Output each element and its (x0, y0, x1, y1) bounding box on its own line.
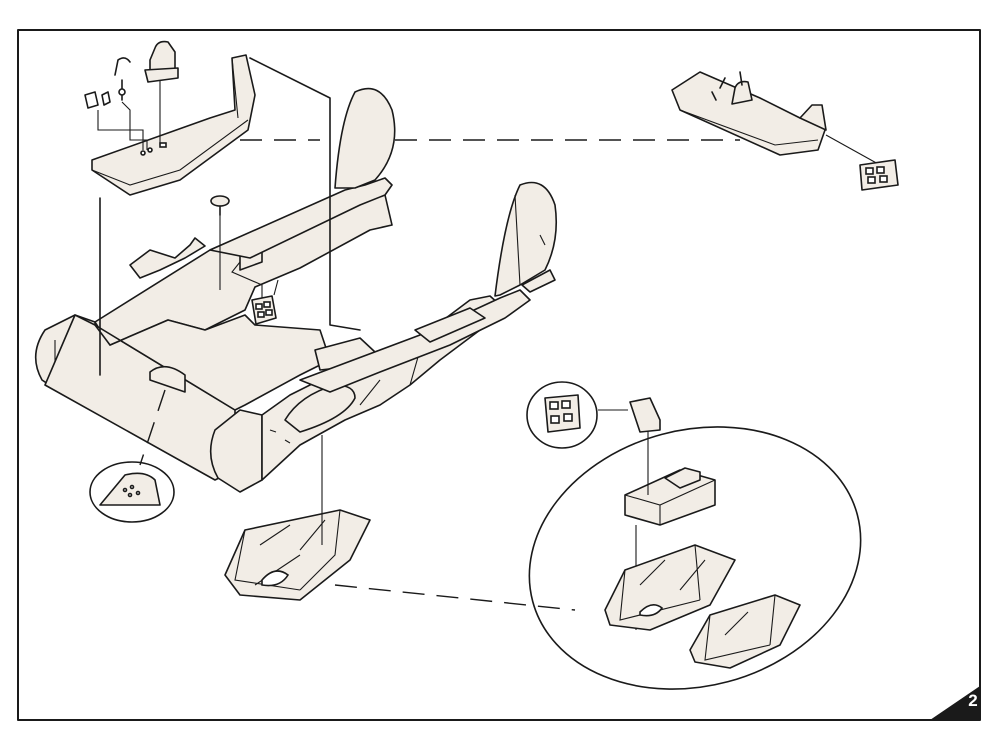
wheel-bay-part (224, 509, 371, 601)
page-number: 2 (968, 691, 978, 710)
panel-box-part (629, 397, 661, 433)
instrument-panel-right (859, 159, 899, 191)
page-border (17, 29, 981, 721)
pedals-icon (84, 91, 111, 109)
instrument-panel-icon (251, 295, 277, 325)
detail-circle-hatch (89, 461, 175, 523)
cockpit-assembly-detail (671, 71, 827, 156)
detail-circle-panel (526, 381, 598, 449)
page-corner-tab (930, 686, 980, 720)
seat-icon (144, 40, 179, 83)
hatch-part (99, 472, 161, 506)
control-stick-icon (114, 57, 131, 101)
bay-rear-part (689, 594, 801, 669)
radio-box-part (624, 467, 716, 526)
fuselage-half (34, 87, 558, 493)
detail-oval-bay (528, 426, 862, 690)
control-post-part (210, 195, 230, 216)
panel-small-part (544, 394, 581, 433)
bay-insert-part (604, 544, 736, 631)
